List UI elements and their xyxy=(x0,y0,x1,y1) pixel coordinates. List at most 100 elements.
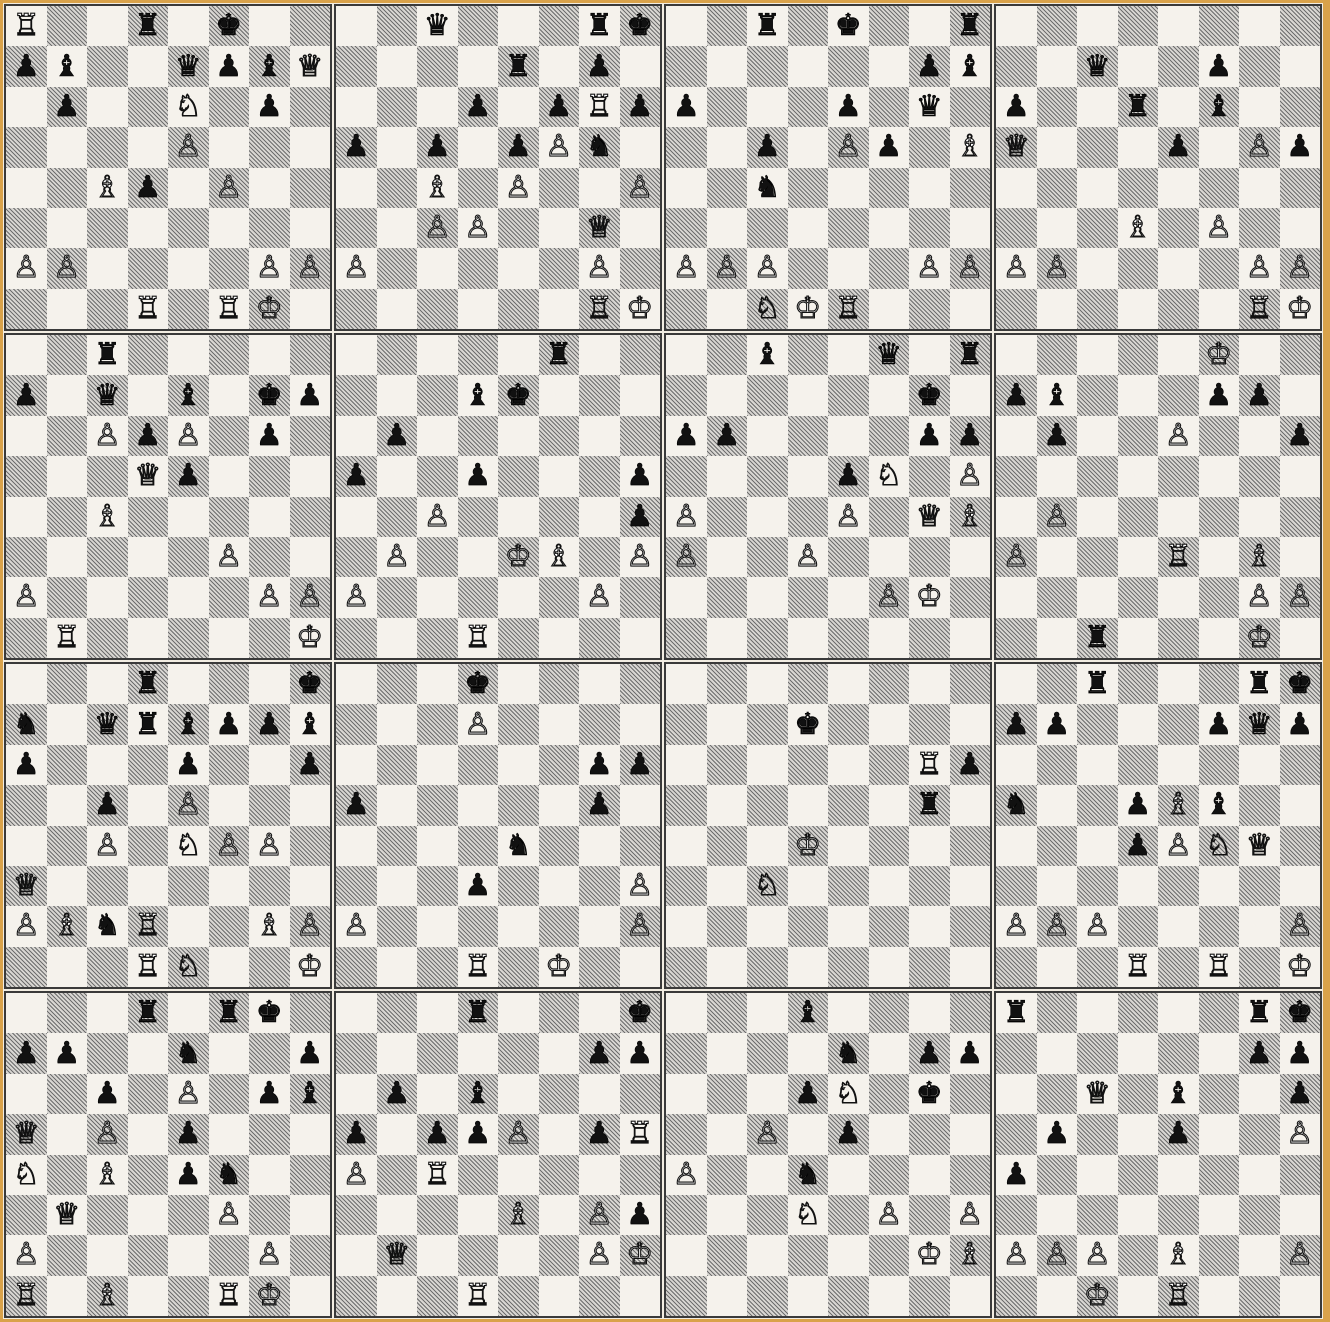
light-square xyxy=(539,208,580,248)
dark-square xyxy=(458,335,499,375)
white-pawn-icon: ♙ xyxy=(343,582,370,612)
light-square: ♗ xyxy=(87,497,128,537)
dark-square xyxy=(377,497,418,537)
light-square xyxy=(788,46,829,86)
dark-square: ♕ xyxy=(377,1235,418,1275)
black-pawn-icon: ♟ xyxy=(12,381,41,411)
dark-square xyxy=(1077,1195,1118,1235)
dark-square: ♛ xyxy=(87,375,128,415)
light-square xyxy=(290,1114,331,1154)
light-square xyxy=(458,537,499,577)
dark-square: ♞ xyxy=(828,1033,869,1073)
dark-square xyxy=(6,127,47,167)
dark-square xyxy=(1199,1074,1240,1114)
light-square: ♜ xyxy=(1077,664,1118,704)
light-square: ♙ xyxy=(498,168,539,208)
dark-square xyxy=(1199,416,1240,456)
dark-square: ♜ xyxy=(458,993,499,1033)
black-pawn-icon: ♟ xyxy=(955,750,984,780)
light-square xyxy=(458,785,499,825)
light-square xyxy=(128,46,169,86)
light-square: ♕ xyxy=(1077,1074,1118,1114)
black-bishop-icon: ♝ xyxy=(464,381,491,411)
dark-square xyxy=(539,906,580,946)
dark-square xyxy=(828,785,869,825)
black-pawn-icon: ♟ xyxy=(793,1079,822,1109)
dark-square xyxy=(498,618,539,658)
dark-square xyxy=(336,1033,377,1073)
dark-square xyxy=(6,1195,47,1235)
light-square xyxy=(747,497,788,537)
light-square: ♙ xyxy=(6,906,47,946)
light-square xyxy=(828,248,869,288)
black-knight-icon: ♞ xyxy=(585,132,614,162)
light-square: ♕ xyxy=(290,46,331,86)
dark-square xyxy=(47,497,88,537)
light-square: ♟ xyxy=(290,375,331,415)
light-square: ♙ xyxy=(209,537,250,577)
light-square xyxy=(47,208,88,248)
light-square xyxy=(828,1155,869,1195)
light-square xyxy=(996,826,1037,866)
dark-square xyxy=(869,497,910,537)
dark-square xyxy=(579,866,620,906)
dark-square xyxy=(1037,1155,1078,1195)
dark-square xyxy=(47,168,88,208)
light-square xyxy=(128,1276,169,1316)
dark-square xyxy=(1158,375,1199,415)
dark-square xyxy=(417,46,458,86)
dark-square: ♗ xyxy=(498,1195,539,1235)
light-square: ♖ xyxy=(128,289,169,329)
dark-square xyxy=(417,537,458,577)
dark-square: ♟ xyxy=(417,1114,458,1154)
dark-square: ♙ xyxy=(1239,127,1280,167)
black-king-icon: ♚ xyxy=(1285,669,1314,699)
dark-square: ♟ xyxy=(336,127,377,167)
dark-square xyxy=(869,993,910,1033)
dark-square: ♛ xyxy=(1239,704,1280,744)
black-pawn-icon: ♟ xyxy=(382,421,411,451)
light-square xyxy=(290,127,331,167)
light-square: ♕ xyxy=(1239,826,1280,866)
light-square: ♖ xyxy=(579,87,620,127)
dark-square xyxy=(377,745,418,785)
dark-square xyxy=(168,537,209,577)
dark-square: ♙ xyxy=(498,1114,539,1154)
dark-square xyxy=(1280,87,1321,127)
dark-square xyxy=(417,866,458,906)
light-square: ♟ xyxy=(249,87,290,127)
light-square xyxy=(417,826,458,866)
light-square xyxy=(950,375,991,415)
black-rook-icon: ♜ xyxy=(586,11,613,41)
black-pawn-icon: ♟ xyxy=(1124,790,1151,820)
dark-square: ♙ xyxy=(209,168,250,208)
dark-square: ♜ xyxy=(1118,87,1159,127)
white-pawn-icon: ♙ xyxy=(586,1240,613,1270)
light-square: ♖ xyxy=(458,1276,499,1316)
dark-square xyxy=(336,1276,377,1316)
dark-square xyxy=(47,664,88,704)
light-square xyxy=(498,248,539,288)
dark-square xyxy=(909,947,950,987)
white-rook-icon: ♖ xyxy=(626,1119,653,1149)
chess-diagram: ♜♝♚♟♟♟♟♙♟♙♔♗♙♙♙♖ xyxy=(334,333,662,660)
dark-square xyxy=(747,46,788,86)
black-pawn-icon: ♟ xyxy=(626,461,653,491)
dark-square xyxy=(707,993,748,1033)
dark-square: ♚ xyxy=(909,375,950,415)
light-square: ♗ xyxy=(249,906,290,946)
dark-square xyxy=(707,906,748,946)
black-rook-icon: ♜ xyxy=(1084,669,1111,699)
dark-square xyxy=(620,248,661,288)
black-pawn-icon: ♟ xyxy=(1285,1079,1314,1109)
light-square: ♘ xyxy=(788,1195,829,1235)
light-square xyxy=(579,1155,620,1195)
dark-square xyxy=(909,1195,950,1235)
light-square xyxy=(707,208,748,248)
light-square xyxy=(1280,46,1321,86)
white-pawn-icon: ♙ xyxy=(13,911,40,941)
dark-square xyxy=(128,1074,169,1114)
dark-square xyxy=(1280,6,1321,46)
dark-square xyxy=(249,537,290,577)
dark-square xyxy=(1077,785,1118,825)
